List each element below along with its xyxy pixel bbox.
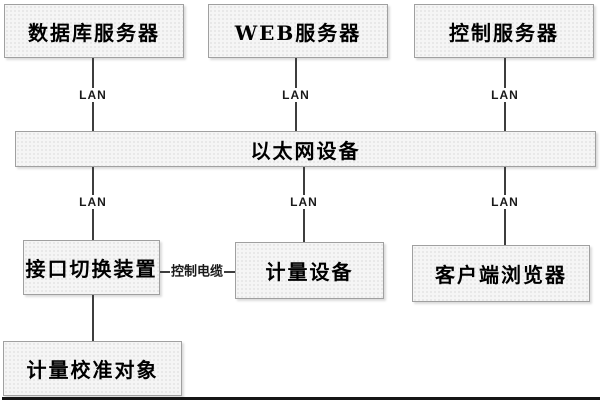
node-control-server: 控制服务器 [414, 4, 594, 58]
node-database-server: 数据库服务器 [4, 4, 184, 58]
node-metering-device: 计量设备 [235, 242, 384, 299]
connector-interface-switch-to-calibration-object [92, 295, 94, 341]
node-interface-switch: 接口切换装置 [23, 240, 160, 295]
lan-label: LAN [77, 88, 109, 102]
node-calibration-object: 计量校准对象 [3, 341, 182, 396]
node-ethernet-device: 以太网设备 [15, 131, 596, 167]
node-web-server: WEB服务器 [208, 4, 388, 58]
lan-label: LAN [489, 88, 521, 102]
lan-label: LAN [77, 195, 109, 209]
lan-label: LAN [489, 195, 521, 209]
lan-label: LAN [288, 195, 320, 209]
control-cable-label: 控制电缆 [169, 264, 225, 280]
lan-label: LAN [280, 88, 312, 102]
bottom-edge-line [2, 397, 600, 400]
node-client-browser: 客户端浏览器 [412, 245, 590, 302]
